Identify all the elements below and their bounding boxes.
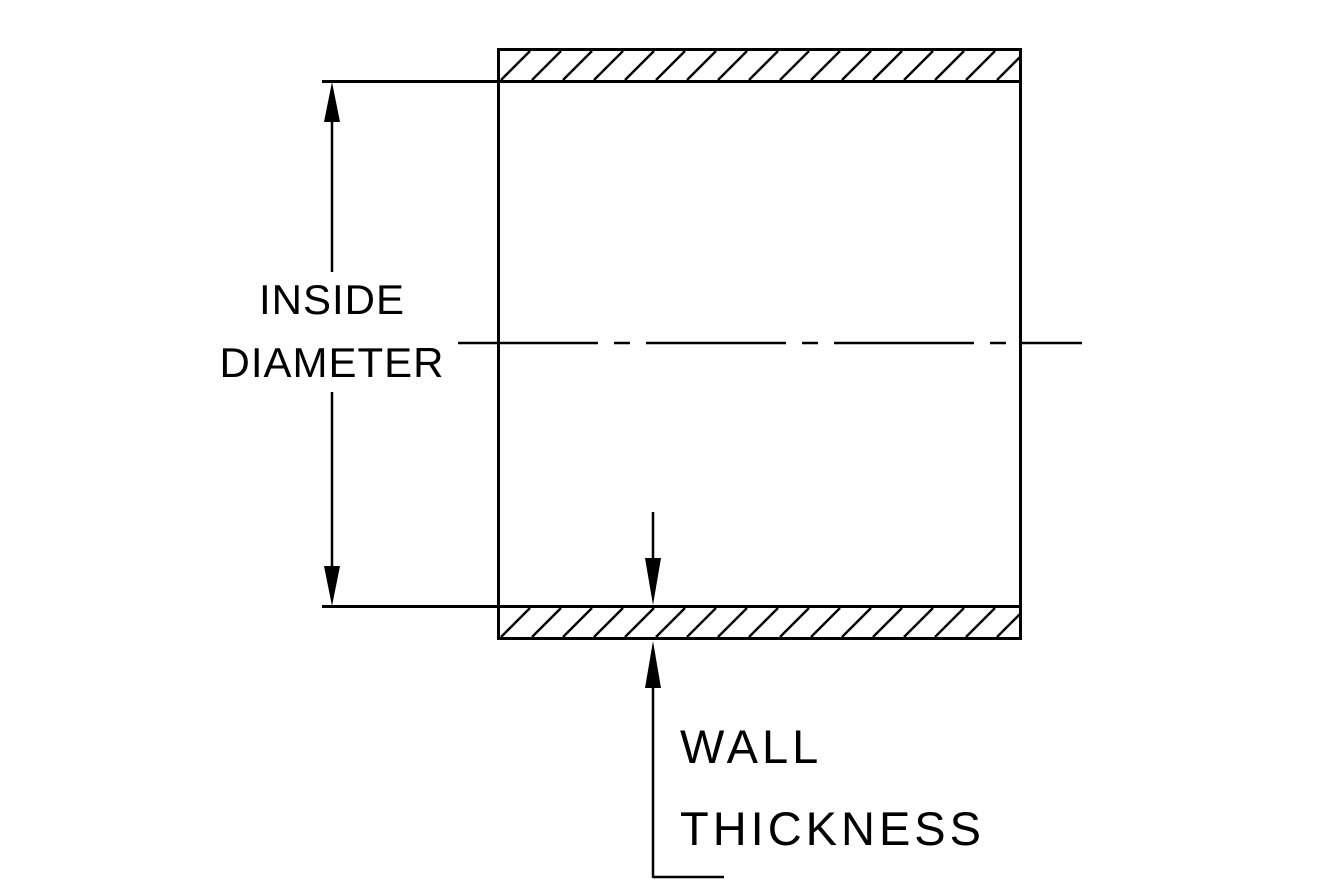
hatch-line (810, 50, 841, 81)
hatch-line (965, 50, 996, 81)
wall-thickness-label-line1: WALL (680, 720, 823, 773)
hatch-line (779, 50, 810, 81)
hatch-line (717, 607, 748, 638)
top-wall-hatch (500, 50, 1021, 81)
wall-arrow-down-icon (645, 558, 661, 605)
hatch-line (717, 50, 748, 81)
wall-thickness-label-line2: THICKNESS (680, 802, 985, 855)
hatch-line (593, 50, 624, 81)
hatch-line (841, 50, 872, 81)
hatch-line (934, 50, 965, 81)
hatch-line (655, 607, 686, 638)
hatch-line (872, 607, 903, 638)
hatch-line (934, 607, 965, 638)
hatch-line (500, 607, 531, 638)
hatch-line (872, 50, 903, 81)
hatch-line (996, 613, 1021, 638)
hatch-line (500, 50, 531, 81)
arrow-up-icon (324, 82, 340, 122)
hatch-line (748, 607, 779, 638)
hatch-line (779, 607, 810, 638)
hatch-line (841, 607, 872, 638)
inside-diameter-label-line2: DIAMETER (219, 339, 445, 386)
arrow-down-icon (324, 566, 340, 606)
bottom-wall-hatch (500, 607, 1021, 638)
hatch-line (531, 50, 562, 81)
hatch-line (810, 607, 841, 638)
hatch-line (624, 607, 655, 638)
hatch-line (624, 50, 655, 81)
hatch-line (748, 50, 779, 81)
hatch-line (903, 50, 934, 81)
hatch-line (996, 56, 1021, 81)
inside-diameter-label-line1: INSIDE (258, 276, 406, 323)
hatch-line (562, 50, 593, 81)
hatch-line (562, 607, 593, 638)
hatch-line (686, 607, 717, 638)
hatch-line (655, 50, 686, 81)
hatch-line (903, 607, 934, 638)
hatch-line (686, 50, 717, 81)
hatch-line (965, 607, 996, 638)
hatch-line (593, 607, 624, 638)
wall-arrow-up-icon (645, 641, 661, 688)
hatch-line (531, 607, 562, 638)
